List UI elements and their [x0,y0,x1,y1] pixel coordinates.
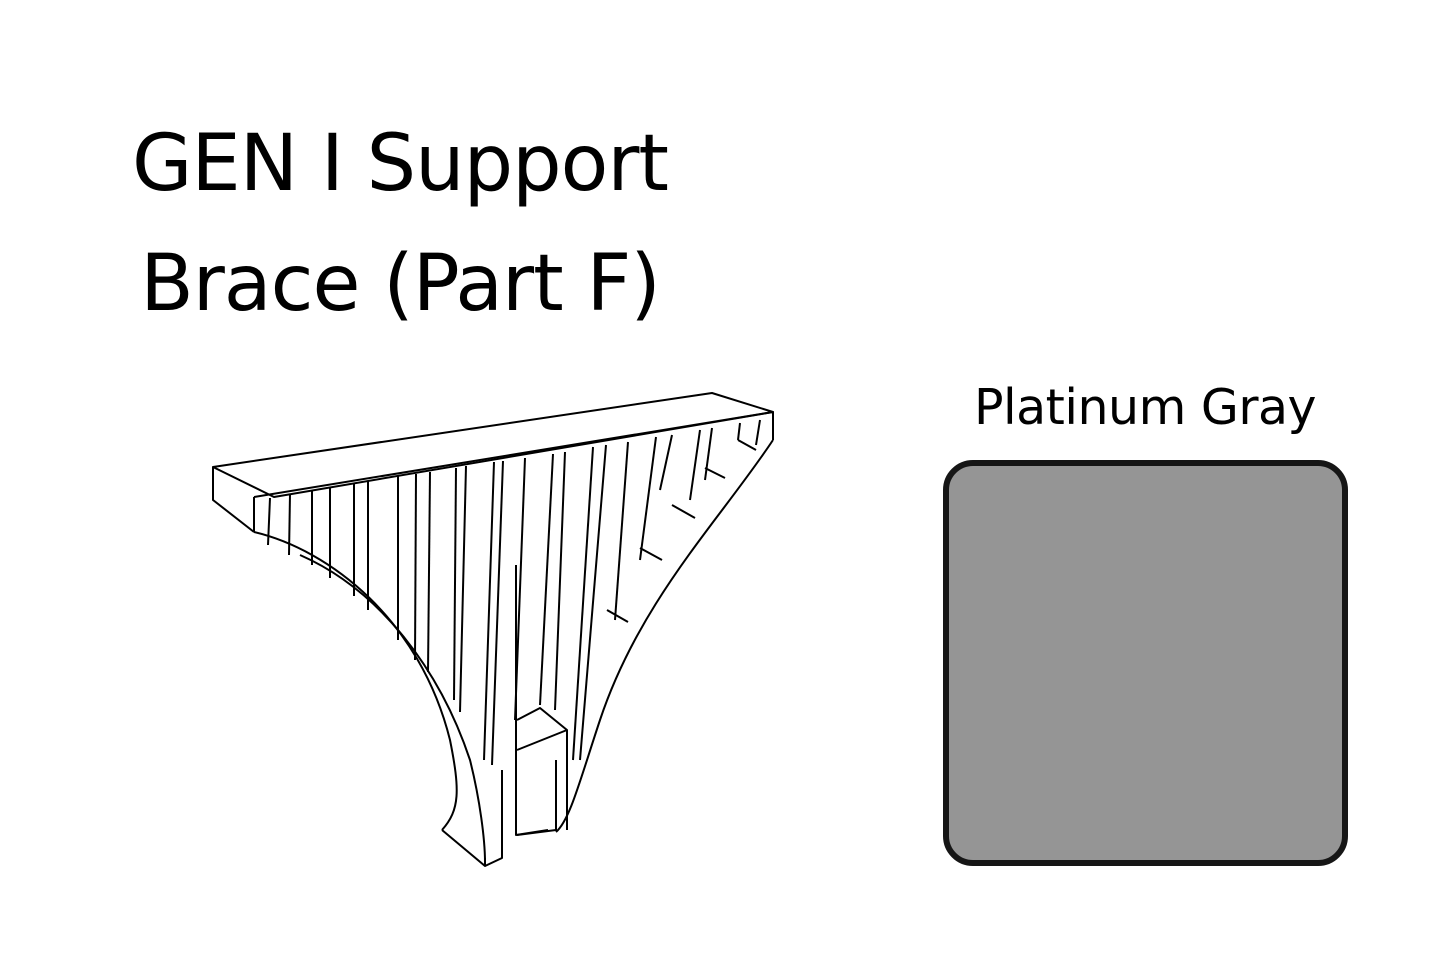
title-line-1: GEN I Support [131,119,669,209]
support-brace-illustration [212,392,774,867]
color-name-label: Platinum Gray [973,379,1317,436]
title-line-2: Brace (Part F) [140,239,661,329]
product-title: GEN I Support Brace (Part F) [100,104,700,344]
color-swatch [943,460,1348,866]
